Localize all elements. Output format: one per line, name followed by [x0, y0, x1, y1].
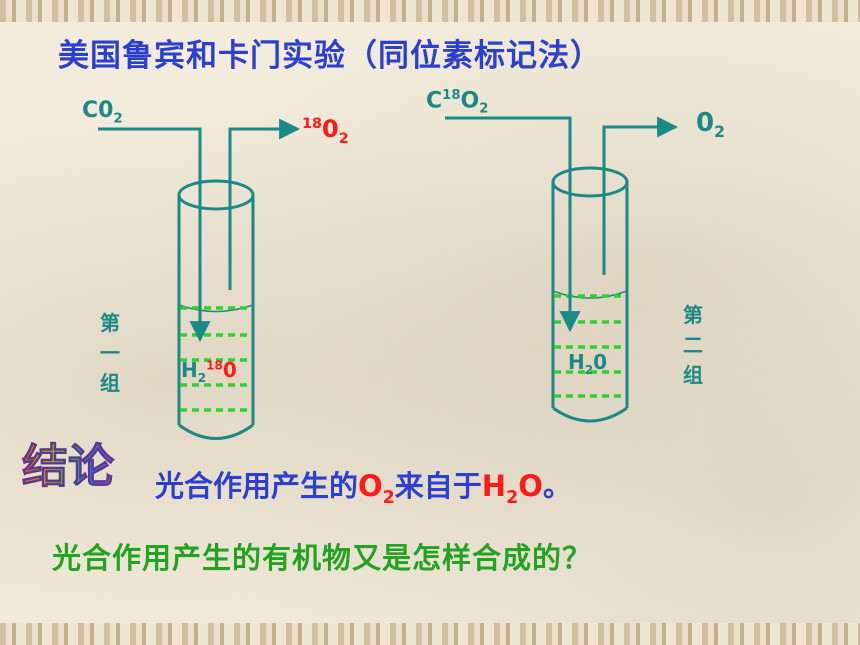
- conclusion-badge: 结论: [22, 430, 115, 496]
- group1-liquid-label: H2180: [181, 358, 237, 385]
- top-border: [0, 0, 860, 22]
- outlet-pipe-2: [602, 116, 679, 275]
- group2-output-label: 02: [696, 108, 725, 142]
- slide-title: 美国鲁宾和卡门实验（同位素标记法）: [58, 38, 602, 74]
- bottom-border: [0, 623, 860, 645]
- liquid-dashes-2: [554, 294, 626, 398]
- question-text: 光合作用产生的有机物又是怎样合成的？: [52, 541, 593, 575]
- group1-input-label: C02: [82, 98, 123, 127]
- background-texture: [0, 22, 860, 623]
- inlet-pipe-2: [445, 116, 581, 333]
- group1-title: 第 一 组: [100, 311, 120, 395]
- group1-output-label: 1802: [302, 115, 349, 147]
- group2-title: 第 二 组: [683, 303, 703, 387]
- outlet-pipe-1: [228, 118, 301, 290]
- group2-liquid-label: H20: [568, 350, 608, 377]
- test-tube-2: [551, 166, 629, 423]
- inlet-pipe-1: [98, 127, 211, 343]
- group2-input-label: C18O2: [426, 88, 489, 117]
- conclusion-text: 光合作用产生的O2来自于H2O。: [155, 469, 572, 508]
